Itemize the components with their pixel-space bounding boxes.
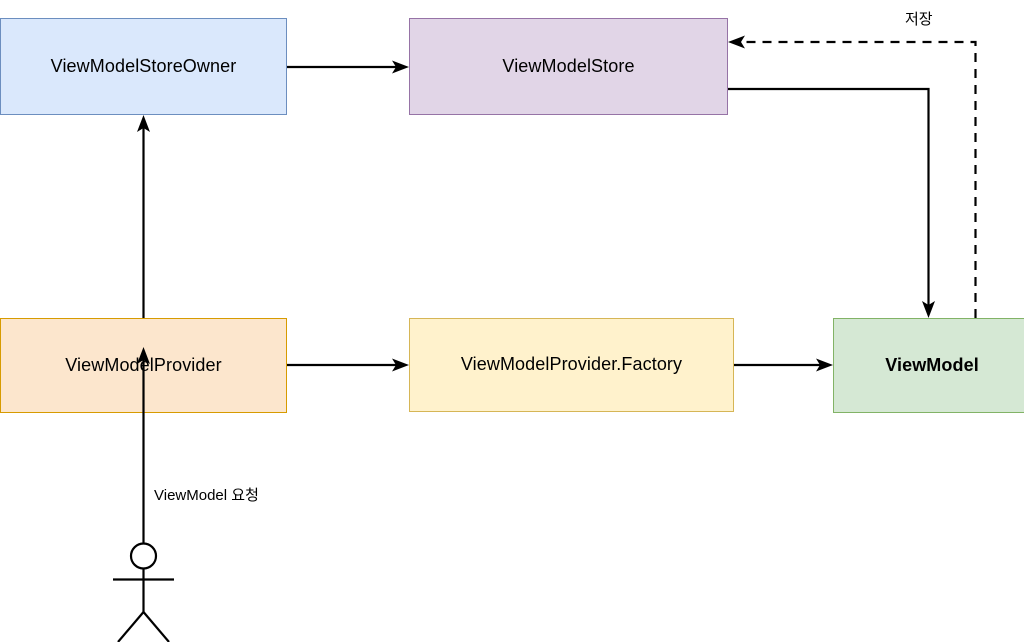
- edge-provider-to-factory: [287, 358, 409, 372]
- node-viewmodel[interactable]: ViewModel: [833, 318, 1024, 413]
- node-viewmodelstore[interactable]: ViewModelStore: [409, 18, 728, 115]
- edge-label-viewmodel-request: ViewModel 요청: [152, 484, 261, 505]
- edge-store-to-viewmodel: [728, 87, 935, 318]
- node-viewmodelstoreowner-label: ViewModelStoreOwner: [50, 55, 237, 76]
- edge-label-save: 저장: [903, 8, 935, 29]
- edge-owner-to-store: [287, 60, 409, 74]
- edge-factory-to-viewmodel: [734, 358, 833, 372]
- node-viewmodelprovider-factory-label: ViewModelProvider.Factory: [460, 354, 683, 375]
- edge-provider-to-owner: [137, 115, 150, 318]
- node-viewmodelprovider-label: ViewModelProvider: [65, 354, 222, 375]
- user-actor-icon: [113, 542, 174, 642]
- node-viewmodelstoreowner[interactable]: ViewModelStoreOwner: [0, 18, 287, 115]
- edge-viewmodel-to-store-dashed: [728, 35, 977, 318]
- node-viewmodelprovider[interactable]: ViewModelProvider: [0, 318, 287, 413]
- node-viewmodel-label: ViewModel: [885, 354, 979, 375]
- node-viewmodelstore-label: ViewModelStore: [502, 55, 635, 76]
- node-viewmodelprovider-factory[interactable]: ViewModelProvider.Factory: [409, 318, 734, 412]
